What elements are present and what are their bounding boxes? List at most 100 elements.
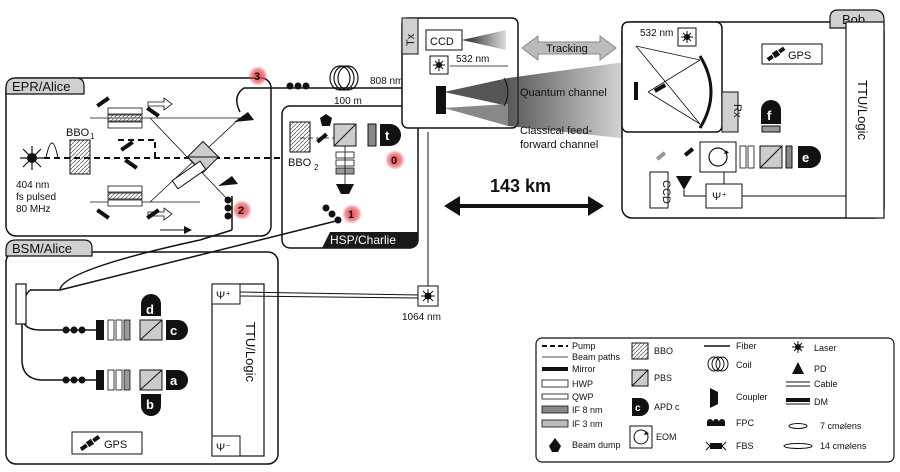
bsm-optics bbox=[96, 319, 163, 391]
legend-mirror: Mirror bbox=[572, 364, 596, 374]
psi-plus-bob-label: Ψ⁺ bbox=[712, 191, 727, 203]
hsp-mirror bbox=[316, 132, 328, 144]
marker-1: 1 bbox=[342, 204, 362, 224]
hsp-pbs-diagonal bbox=[333, 123, 357, 147]
detector-e: e bbox=[798, 146, 821, 168]
ccd-bob-label: CCD bbox=[660, 180, 672, 204]
laser-1064-label: 1064 nm bbox=[402, 312, 441, 323]
legend-fiber: Fiber bbox=[736, 341, 757, 351]
detector-a-label: a bbox=[170, 373, 178, 388]
fpc-1 bbox=[322, 204, 342, 224]
bob-532-label: 532 nm bbox=[640, 28, 673, 39]
legend-apd: APD c bbox=[654, 402, 680, 412]
detector-t: t bbox=[380, 124, 401, 146]
legend-bbo: BBO bbox=[654, 346, 673, 356]
rx-primary-mirror bbox=[698, 55, 713, 129]
detector-a: a bbox=[166, 370, 188, 390]
tx-telescopes bbox=[436, 77, 509, 126]
marker-2: 2 bbox=[232, 200, 252, 220]
coil-length-label: 100 m bbox=[334, 96, 362, 107]
laser-rate-label: 80 MHz bbox=[16, 204, 50, 215]
ttu-alice-label: TTU/Logic bbox=[243, 322, 258, 382]
hsp-filter bbox=[367, 123, 377, 147]
legend-qwp: QWP bbox=[572, 392, 594, 402]
bsm-alice-title: BSM/Alice bbox=[12, 241, 72, 256]
marker-3-label: 3 bbox=[254, 71, 260, 83]
laser-wavelength-label: 404 nm bbox=[16, 180, 49, 191]
legend-beam-dump: Beam dump bbox=[572, 440, 621, 450]
legend-fbs: FBS bbox=[736, 441, 754, 451]
legend-if3: IF 3 nm bbox=[572, 419, 603, 429]
gps-bob-label: GPS bbox=[788, 50, 811, 62]
fpc-2 bbox=[224, 196, 232, 220]
fpc-3 bbox=[286, 82, 310, 90]
bob-cables bbox=[683, 172, 846, 197]
detector-c: c bbox=[166, 320, 188, 340]
detector-d: d bbox=[141, 294, 161, 317]
fbs-component bbox=[15, 283, 27, 325]
bob-532-laser-icon bbox=[677, 27, 697, 47]
cable-1064 bbox=[239, 132, 429, 299]
fiber-coil-icon bbox=[329, 65, 359, 91]
tracking-label: Tracking bbox=[546, 43, 588, 55]
rx-ray-lines bbox=[635, 45, 701, 125]
epr-mirrors bbox=[96, 96, 160, 220]
bob-photodiode bbox=[676, 176, 692, 190]
psi-minus-alice-label: Ψ⁻ bbox=[216, 442, 231, 454]
detector-f-label: f bbox=[767, 108, 772, 123]
legend-laser-icon bbox=[792, 341, 804, 353]
tx-title: Tx bbox=[405, 33, 417, 46]
marker-2-label: 2 bbox=[238, 205, 244, 217]
legend-fpc-icon bbox=[707, 419, 725, 426]
fiber-808 bbox=[236, 87, 420, 113]
rx-dichroic bbox=[653, 83, 667, 93]
epr-waveplates-top bbox=[107, 107, 143, 207]
detector-e-label: e bbox=[802, 150, 809, 165]
legend-laser: Laser bbox=[814, 343, 837, 353]
detector-f: f bbox=[761, 100, 781, 124]
hsp-charlie-title: HSP/Charlie bbox=[330, 233, 396, 247]
epr-coupler-top bbox=[234, 112, 254, 122]
legend-pbs: PBS bbox=[654, 373, 672, 383]
bbo1-subscript: 1 bbox=[90, 132, 95, 141]
satellite-icon bbox=[766, 46, 786, 62]
ccd-tx-label: CCD bbox=[430, 36, 454, 48]
legend-coil: Coil bbox=[736, 360, 752, 370]
tx-532-laser-icon bbox=[429, 55, 449, 75]
detector-b: b bbox=[141, 394, 161, 416]
legend-pd: PD bbox=[814, 364, 827, 374]
gps-alice-label: GPS bbox=[104, 439, 127, 451]
bbo2-crystal bbox=[289, 121, 311, 153]
bob-optics bbox=[655, 125, 793, 173]
marker-3: 3 bbox=[248, 66, 268, 86]
classical-channel-label-1: Classical feed- bbox=[520, 125, 592, 137]
bbo2-subscript: 2 bbox=[314, 163, 319, 172]
satellite-icon bbox=[79, 435, 101, 451]
beam-dump-icon bbox=[320, 114, 332, 126]
ttu-bob-label: TTU/Logic bbox=[855, 80, 870, 140]
psi-plus-alice-label: Ψ⁺ bbox=[216, 290, 231, 302]
pump-paths bbox=[44, 138, 300, 159]
epr-compensator bbox=[171, 160, 207, 190]
fiber-808-label: 808 nm bbox=[370, 76, 403, 87]
bsm-alice-box: BSM/Alice bbox=[5, 239, 279, 465]
detector-c-label: c bbox=[170, 323, 177, 338]
bbo1-label: BBO bbox=[66, 127, 90, 139]
laser-pulse-label: fs pulsed bbox=[16, 192, 56, 203]
marker-1-label: 1 bbox=[348, 209, 354, 221]
legend-fpc: FPC bbox=[736, 418, 755, 428]
epr-coupler-bottom bbox=[218, 176, 238, 186]
legend-coupler: Coupler bbox=[736, 392, 768, 402]
legend-beam-paths: Beam paths bbox=[572, 352, 621, 362]
detector-t-label: t bbox=[385, 128, 390, 143]
distance-label: 143 km bbox=[490, 176, 551, 196]
laser-1064-icon bbox=[417, 285, 439, 307]
quantum-channel-label: Quantum channel bbox=[520, 87, 607, 99]
legend-lens7: 7 cm⌀lens bbox=[820, 421, 862, 431]
legend-apd-icon: c bbox=[632, 398, 649, 416]
tracking-arrow: Tracking bbox=[521, 35, 617, 61]
bbo2-label: BBO bbox=[288, 157, 312, 169]
detector-b-label: b bbox=[146, 397, 154, 412]
distance-arrow: 143 km bbox=[444, 176, 604, 216]
